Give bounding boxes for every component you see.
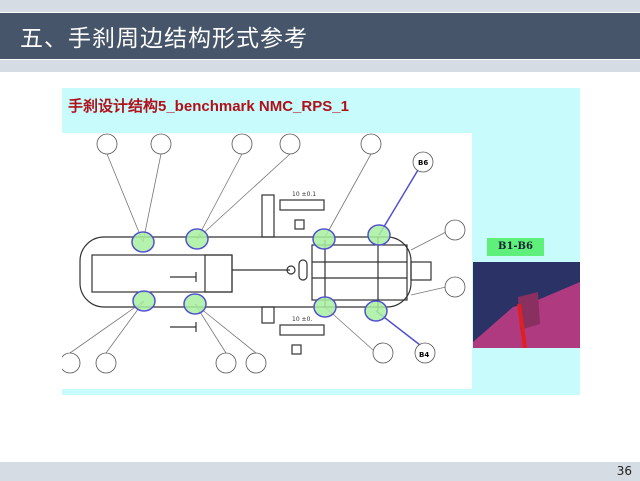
sub-strip xyxy=(0,60,640,72)
top-strip xyxy=(0,0,640,12)
page-number: 36 xyxy=(616,464,632,478)
dim-top: 10 ±0.1 xyxy=(292,191,316,198)
slide-title: 五、手刹周边结构形式参考 xyxy=(20,26,308,52)
callout-b4: B4 xyxy=(419,351,429,359)
part-photo xyxy=(473,262,580,348)
panel-title: 手刹设计结构5_benchmark NMC_RPS_1 xyxy=(68,98,349,115)
title-bar xyxy=(0,13,640,59)
technical-drawing: 10 ±0.1 10 ±0. B6 B4 xyxy=(62,133,472,389)
b1-b6-label: B1-B6 xyxy=(487,238,544,256)
dim-bottom: 10 ±0. xyxy=(292,316,312,323)
callout-b6: B6 xyxy=(418,159,428,167)
footer-bar xyxy=(0,462,640,481)
